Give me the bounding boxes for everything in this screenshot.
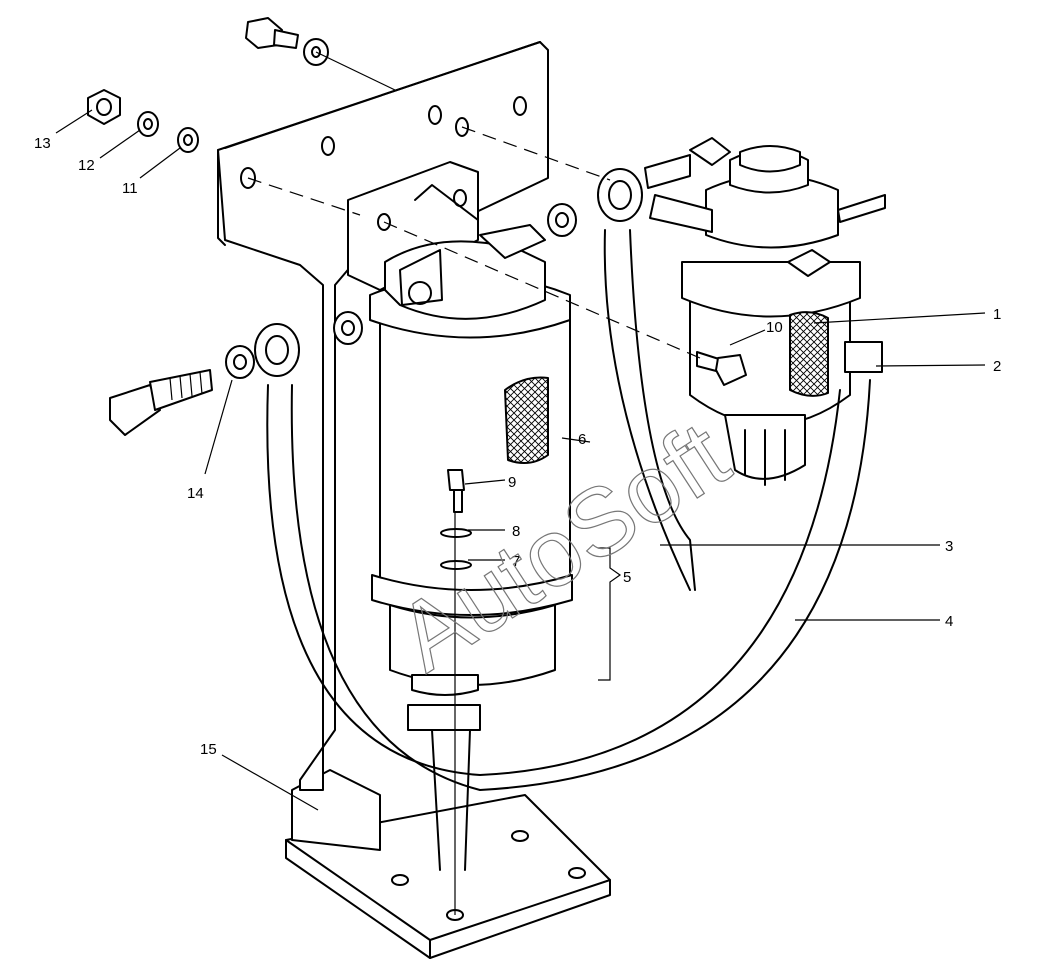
callout-9: 9 <box>508 474 516 491</box>
callout-6: 6 <box>578 431 586 448</box>
callout-1: 1 <box>993 306 1001 323</box>
callout-14: 14 <box>187 485 204 502</box>
callout-2: 2 <box>993 358 1001 375</box>
callout-7: 7 <box>512 553 520 570</box>
callout-8: 8 <box>512 523 520 540</box>
callout-11: 11 <box>122 180 138 197</box>
assembly-lines <box>247 51 701 915</box>
callout-12: 12 <box>78 157 95 174</box>
filter-head-flange <box>347 161 479 291</box>
fasteners <box>87 17 747 570</box>
callout-15: 15 <box>200 741 217 758</box>
callout-labels: 1 2 3 4 5 6 7 8 9 10 11 12 13 14 15 <box>34 135 1001 758</box>
callout-10: 10 <box>766 319 783 336</box>
callout-3: 3 <box>945 538 953 555</box>
fuel-hoses <box>266 229 871 791</box>
leader-lines <box>55 109 986 811</box>
main-fuel-filter <box>369 224 573 871</box>
callout-5: 5 <box>623 569 631 586</box>
banjo-fittings <box>225 168 643 379</box>
base-foot <box>285 769 611 959</box>
callout-13: 13 <box>34 135 51 152</box>
callout-4: 4 <box>945 613 953 630</box>
mounting-bracket <box>217 41 549 791</box>
pump-window-hatch <box>790 312 828 396</box>
